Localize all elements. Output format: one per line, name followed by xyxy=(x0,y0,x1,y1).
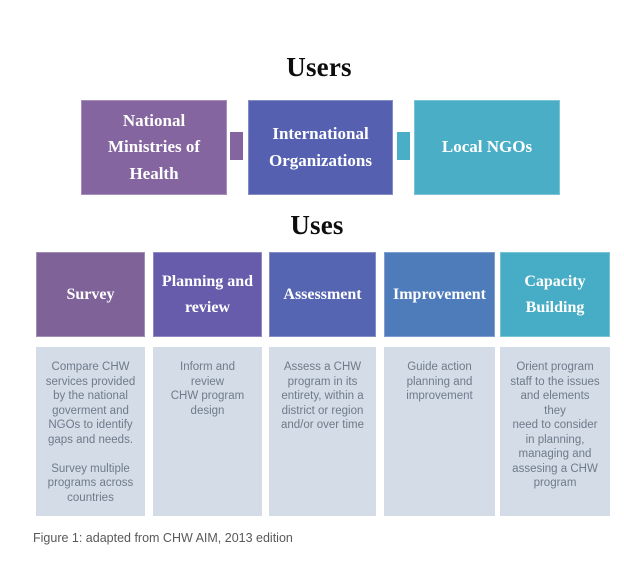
user-box-label: Local NGOs xyxy=(441,137,533,157)
user-box-label: National Ministries of Health xyxy=(107,110,201,183)
use-header-planning-and-review: Planning and review xyxy=(153,252,262,337)
use-description-capacity-building: Orient program staff to the issues and e… xyxy=(500,347,610,516)
connector-right xyxy=(397,132,410,160)
use-description-assessment: Assess a CHW program in its entirety, wi… xyxy=(269,347,376,516)
use-header-capacity-building: Capacity Building xyxy=(500,252,610,337)
use-header-label: Capacity Building xyxy=(524,272,586,316)
use-header-label: Survey xyxy=(66,285,115,303)
use-header-label: Planning and review xyxy=(161,272,254,316)
use-description-survey: Compare CHW services provided by the nat… xyxy=(36,347,145,516)
figure-caption: Figure 1: adapted from CHW AIM, 2013 edi… xyxy=(33,531,293,545)
use-header-label: Improvement xyxy=(392,285,487,303)
use-description-improvement: Guide action planning and improvement xyxy=(384,347,495,516)
user-box-label: International Organizations xyxy=(269,124,372,170)
use-header-assessment: Assessment xyxy=(269,252,376,337)
connector-left xyxy=(230,132,243,160)
user-box-international-organizations: International Organizations xyxy=(248,100,393,195)
user-box-national-ministries: National Ministries of Health xyxy=(81,100,227,195)
users-section-title: Users xyxy=(286,52,352,82)
use-header-survey: Survey xyxy=(36,252,145,337)
use-description-planning-and-review: Inform and review CHW program design xyxy=(153,347,262,516)
use-header-label: Assessment xyxy=(283,285,362,303)
uses-section-title: Uses xyxy=(290,210,344,240)
user-box-local-ngos: Local NGOs xyxy=(414,100,560,195)
use-header-improvement: Improvement xyxy=(384,252,495,337)
